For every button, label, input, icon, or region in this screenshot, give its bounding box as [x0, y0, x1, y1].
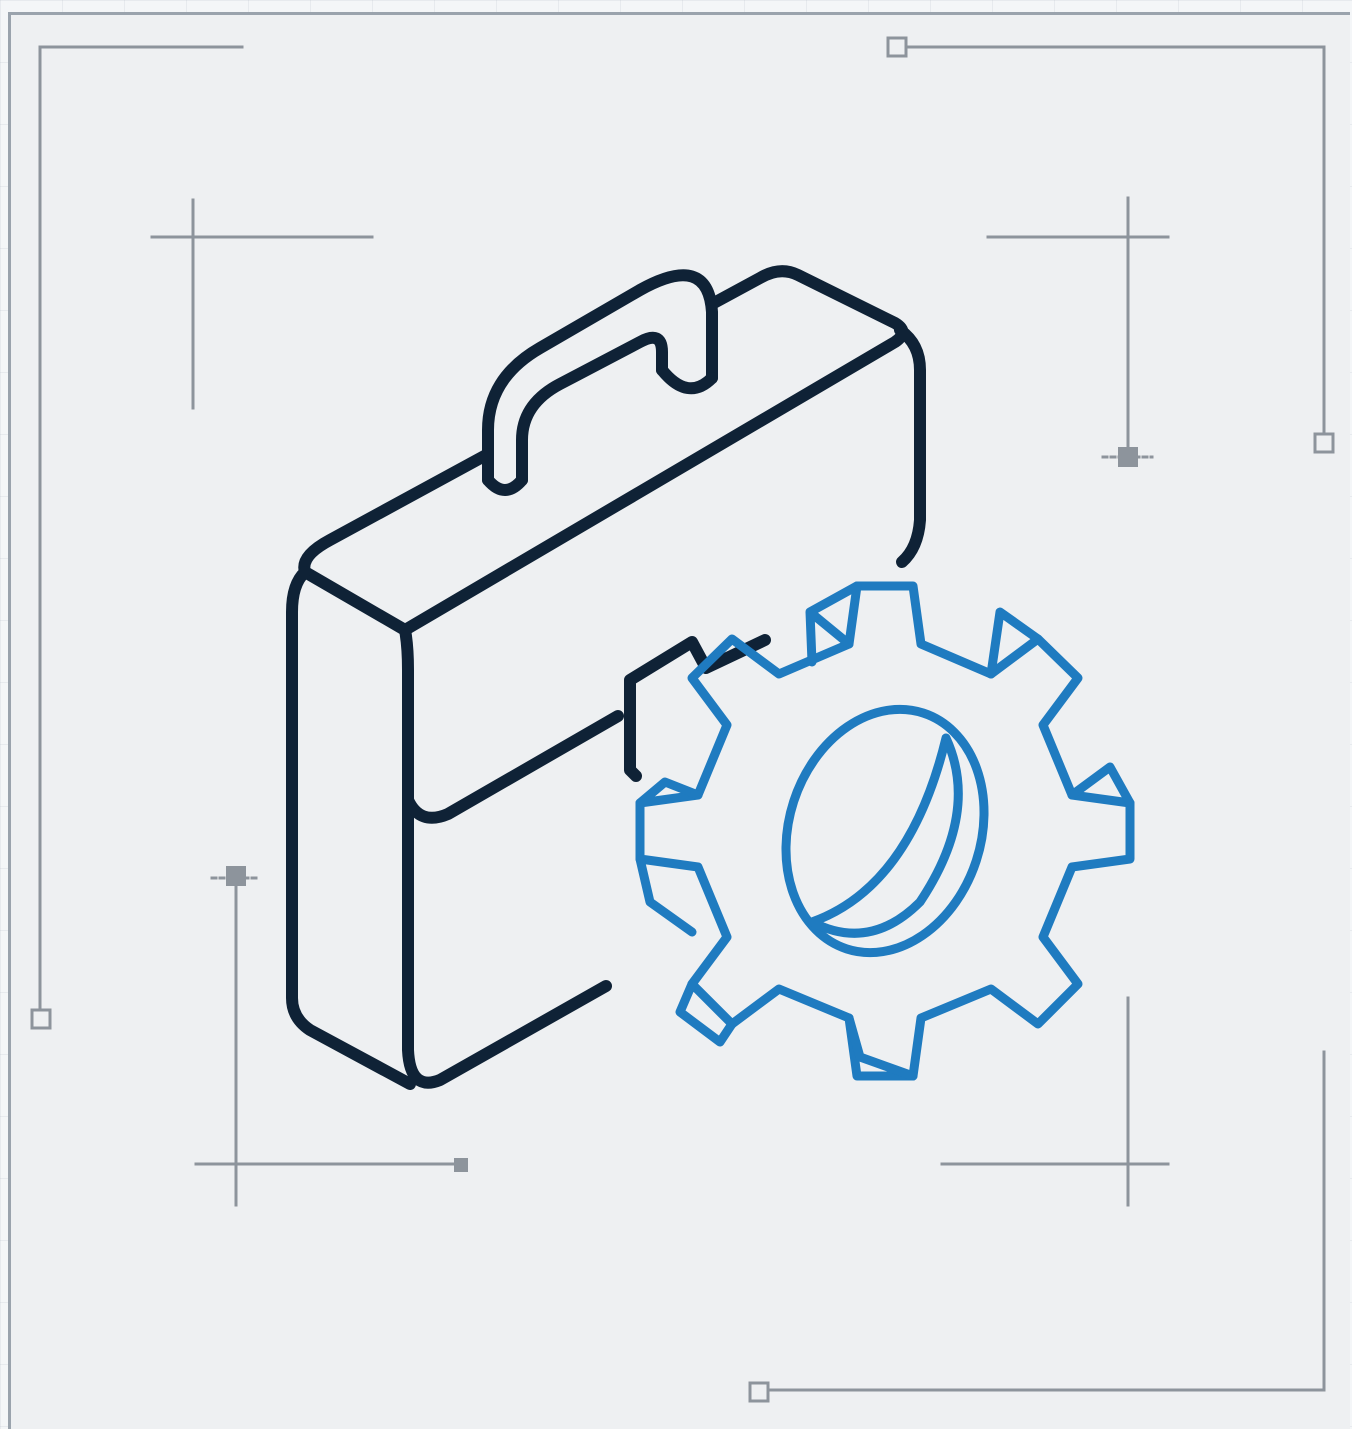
guide-lines [30, 36, 1335, 1403]
briefcase-back-edge [894, 324, 926, 568]
briefcase-clasp [624, 634, 771, 782]
briefcase-top-face [298, 265, 909, 636]
crosshair-bottom-left [194, 876, 462, 1207]
guide-node [748, 1381, 770, 1403]
guide-node-filled [226, 866, 246, 886]
guide-node-filled [1118, 447, 1138, 467]
briefcase-handle-end [482, 474, 528, 496]
gear-hub-outer [781, 704, 989, 958]
gear-hub-inner [807, 733, 963, 938]
crosshair-top-left [150, 198, 374, 410]
guide-node-filled [454, 1158, 468, 1172]
gear-icon [635, 581, 1135, 1081]
guide-bracket-top-left [38, 45, 244, 1012]
briefcase-handle-end [656, 364, 718, 395]
briefcase-handle-inner [516, 331, 668, 486]
crosshair-bottom-right [940, 996, 1170, 1207]
guide-bracket-top-right [904, 45, 1326, 436]
guide-node [886, 36, 908, 58]
guide-bracket-bottom-right [766, 1050, 1326, 1392]
gear-outline [635, 581, 1135, 1081]
guide-node [1313, 432, 1335, 454]
briefcase-left-face [286, 566, 416, 1090]
briefcase-handle [482, 269, 718, 486]
briefcase-seam [402, 710, 624, 824]
gear-tooth-depth [635, 581, 1135, 1081]
canvas-frame [8, 12, 1350, 1429]
briefcase-icon [286, 265, 926, 1090]
guide-node [30, 1008, 52, 1030]
crosshair-top-right [986, 196, 1170, 459]
briefcase-front-face [399, 624, 612, 1089]
